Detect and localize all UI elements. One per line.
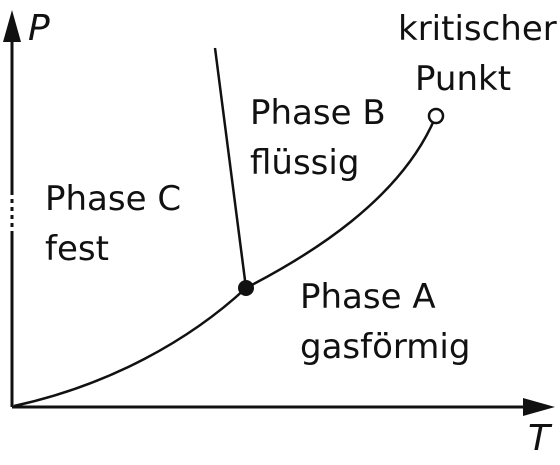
region-gas-name: Phase A (300, 277, 436, 317)
x-axis-label: T (528, 418, 553, 459)
critical-point-label-line2: Punkt (415, 59, 511, 99)
region-gas-state: gasförmig (300, 327, 470, 367)
y-axis-label: P (28, 8, 50, 49)
x-axis-arrowhead (523, 398, 555, 416)
triple-point-marker (238, 280, 254, 296)
critical-point-marker (427, 107, 445, 125)
y-axis-arrowhead (3, 10, 21, 42)
critical-point-label-line1: kritischer (398, 9, 557, 49)
melting-curve (213, 47, 248, 289)
region-liquid-state: flüssig (250, 143, 359, 183)
region-solid-name: Phase C (45, 179, 181, 219)
region-solid-state: fest (45, 229, 109, 269)
region-liquid-name: Phase B (250, 93, 386, 133)
